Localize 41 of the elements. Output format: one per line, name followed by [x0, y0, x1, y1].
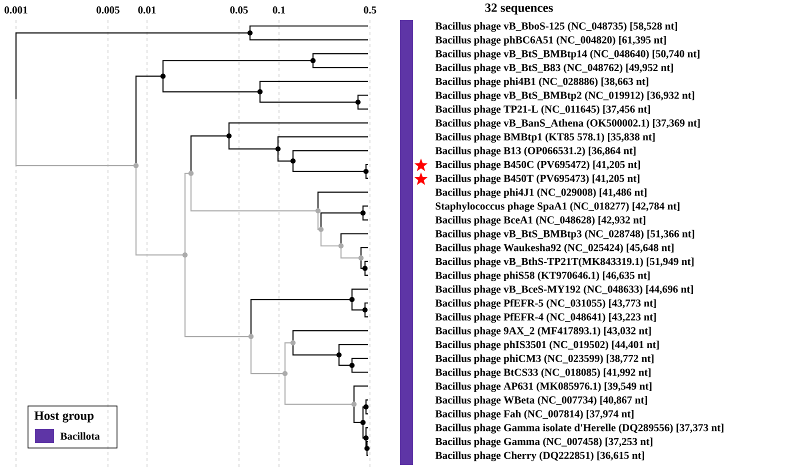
leaf-label: Bacillus phage vB_BceS-MY192 (NC_048633) [44,696 nt] [435, 285, 693, 295]
leaf-label: Bacillus phage vB_BanS_Athena (OK500002.1) [37,369 nt] [435, 119, 700, 129]
sequence-count-heading: 32 sequences [485, 4, 553, 14]
leaf-label: Bacillus phage B13 (OP066531.2) [36,864 nt] [435, 146, 636, 156]
leaf-label: Bacillus phage phiCM3 (NC_023599) [38,772 nt] [435, 354, 654, 364]
leaf-label: Bacillus phage phi4J1 (NC_029008) [41,486 nt] [435, 188, 646, 198]
leaf-label: Bacillus phage vB_BboS-125 (NC_048735) [58,528 nt] [435, 22, 678, 32]
leaf-label: Bacillus phage TP21-L (NC_011645) [37,456 nt] [435, 105, 650, 115]
leaf-label: Bacillus phage B450T (PV695473) [41,205 nt] [435, 174, 640, 184]
leaf-label: Bacillus phage phi4B1 (NC_028886) [38,663 nt] [435, 78, 648, 88]
leaf-label: Bacillus phage AP631 (MK085976.1) [39,549 nt] [435, 382, 652, 392]
leaf-label: Bacillus phage PfEFR-4 (NC_048641) [43,223 nt] [435, 312, 656, 323]
leaf-label: Bacillus phage vB_BtS_BMBtp3 (NC_028748) [51,366 nt] [435, 230, 694, 240]
leaf-label: Bacillus phage Gamma (NC_007458) [37,253 nt] [435, 438, 652, 448]
leaf-label: Bacillus phage BtCS33 (NC_018085) [41,992 nt] [435, 368, 651, 378]
leaf-label: Bacillus phage Gamma isolate d'Herelle (DQ289556) [37,373 nt] [435, 424, 724, 434]
scale-label: 0.005 [96, 6, 120, 14]
leaf-label: Bacillus phage Fah (NC_007814) [37,974 nt] [435, 410, 634, 420]
leaf-label: Bacillus phage WBeta (NC_007734) [40,867 nt] [435, 396, 647, 406]
leaf-label: Bacillus phage vB_BtS_BMBtp2 (NC_019912) [36,932 nt] [435, 91, 694, 102]
leaf-label: Bacillus phage 9AX_2 (MF417893.1) [43,032 nt] [435, 326, 651, 337]
leaf-label: Bacillus phage BceA1 (NC_048628) [42,932 nt] [435, 216, 646, 226]
leaf-label: Bacillus phage vB_BtS_B83 (NC_048762) [49,952 nt] [435, 64, 673, 74]
legend-label: Bacillota [60, 432, 100, 440]
leaf-label: Bacillus phage Cherry (DQ222851) [36,615 nt] [435, 452, 644, 462]
scale-label: 0.001 [4, 6, 28, 14]
scale-label: 0.05 [230, 6, 248, 14]
leaf-label: Bacillus phage BMBtp1 (KT85 578.1) [35,838 nt] [435, 132, 655, 143]
leaf-label: Bacillus phage PfEFR-5 (NC_031055) [43,773 nt] [435, 299, 656, 309]
leaf-label: Staphylococcus phage SpaA1 (NC_018277) [42,784 nt] [436, 202, 680, 212]
scale-label: 0.1 [272, 6, 286, 14]
leaf-label: Bacillus phage vB_BtS_BMBtp14 (NC_048640) [50,740 nt] [435, 50, 700, 60]
leaf-label: Bacillus phage phBC6A51 (NC_004820) [61,395 nt] [435, 36, 666, 46]
leaf-label: Bacillus phage phiS58 (KT970646.1) [46,635 nt] [435, 271, 650, 282]
scale-label: 0.01 [138, 6, 156, 14]
legend-title: Host group [34, 412, 94, 422]
leaf-label: Bacillus phage vB_BthS-TP21T(MK843319.1) [51,949 nt] [435, 258, 694, 268]
leaf-label: Bacillus phage Waukesha92 (NC_025424) [45,648 nt] [435, 244, 674, 254]
leaf-label: Bacillus phage B450C (PV695472) [41,205 nt] [435, 160, 640, 170]
scale-label: 0.5 [364, 6, 376, 14]
leaf-label: Bacillus phage phIS3501 (NC_019502) [44,401 nt] [435, 340, 659, 350]
